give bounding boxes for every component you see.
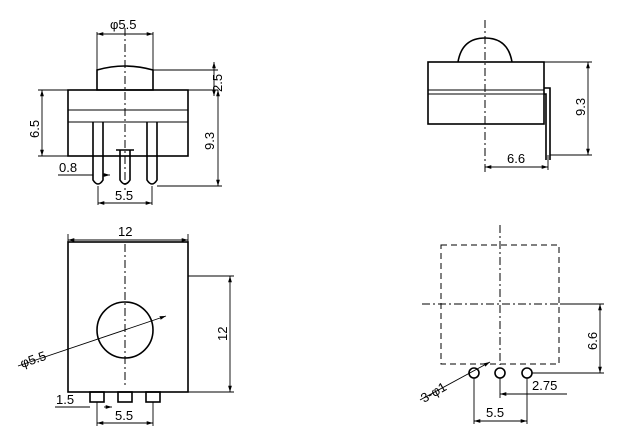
front-view: φ5.5 2.5 6.5 9.3 0.8 5.5: [27, 17, 225, 205]
side-height-label: 9.3: [573, 98, 588, 116]
top-width-label: 12: [118, 224, 132, 239]
side-offset-label: 6.6: [507, 151, 525, 166]
side-view: 9.3 6.6: [427, 20, 592, 172]
footprint-spacing-label: 2.75: [532, 378, 557, 393]
front-pin-left: [92, 122, 104, 185]
top-pin-left: [89, 391, 105, 403]
front-body-height-label: 6.5: [27, 120, 42, 138]
footprint-hole-middle: [494, 367, 506, 379]
front-dia-label: φ5.5: [110, 17, 137, 32]
front-cap: [96, 65, 154, 91]
front-pin-width-label: 0.8: [59, 160, 77, 175]
footprint-pitch-label: 5.5: [486, 405, 504, 420]
top-height-label: 12: [215, 327, 230, 341]
front-total-height-label: 9.3: [202, 132, 217, 150]
top-dia-label: φ5.5: [18, 348, 48, 371]
footprint-hole-right: [521, 367, 533, 379]
top-pin-right: [145, 391, 161, 403]
front-pin-pitch-label: 5.5: [115, 188, 133, 203]
side-body: [427, 61, 545, 125]
top-view: 12 12 φ5.5 1.5 5.5: [17, 224, 234, 426]
footprint-view: 6.6 3-φ1 2.75 5.5: [418, 225, 604, 424]
top-pin-offset-label: 1.5: [56, 392, 74, 407]
footprint-holes-label: 3-φ1: [418, 379, 449, 406]
side-lead: [544, 87, 551, 160]
front-pin-right: [146, 122, 158, 185]
footprint-offset-label: 6.6: [585, 332, 600, 350]
front-body: [67, 89, 189, 157]
top-pin-pitch-label: 5.5: [115, 408, 133, 423]
front-cap-height-label: 2.5: [210, 74, 225, 92]
top-body: [67, 241, 189, 393]
top-pin-middle: [117, 391, 133, 403]
